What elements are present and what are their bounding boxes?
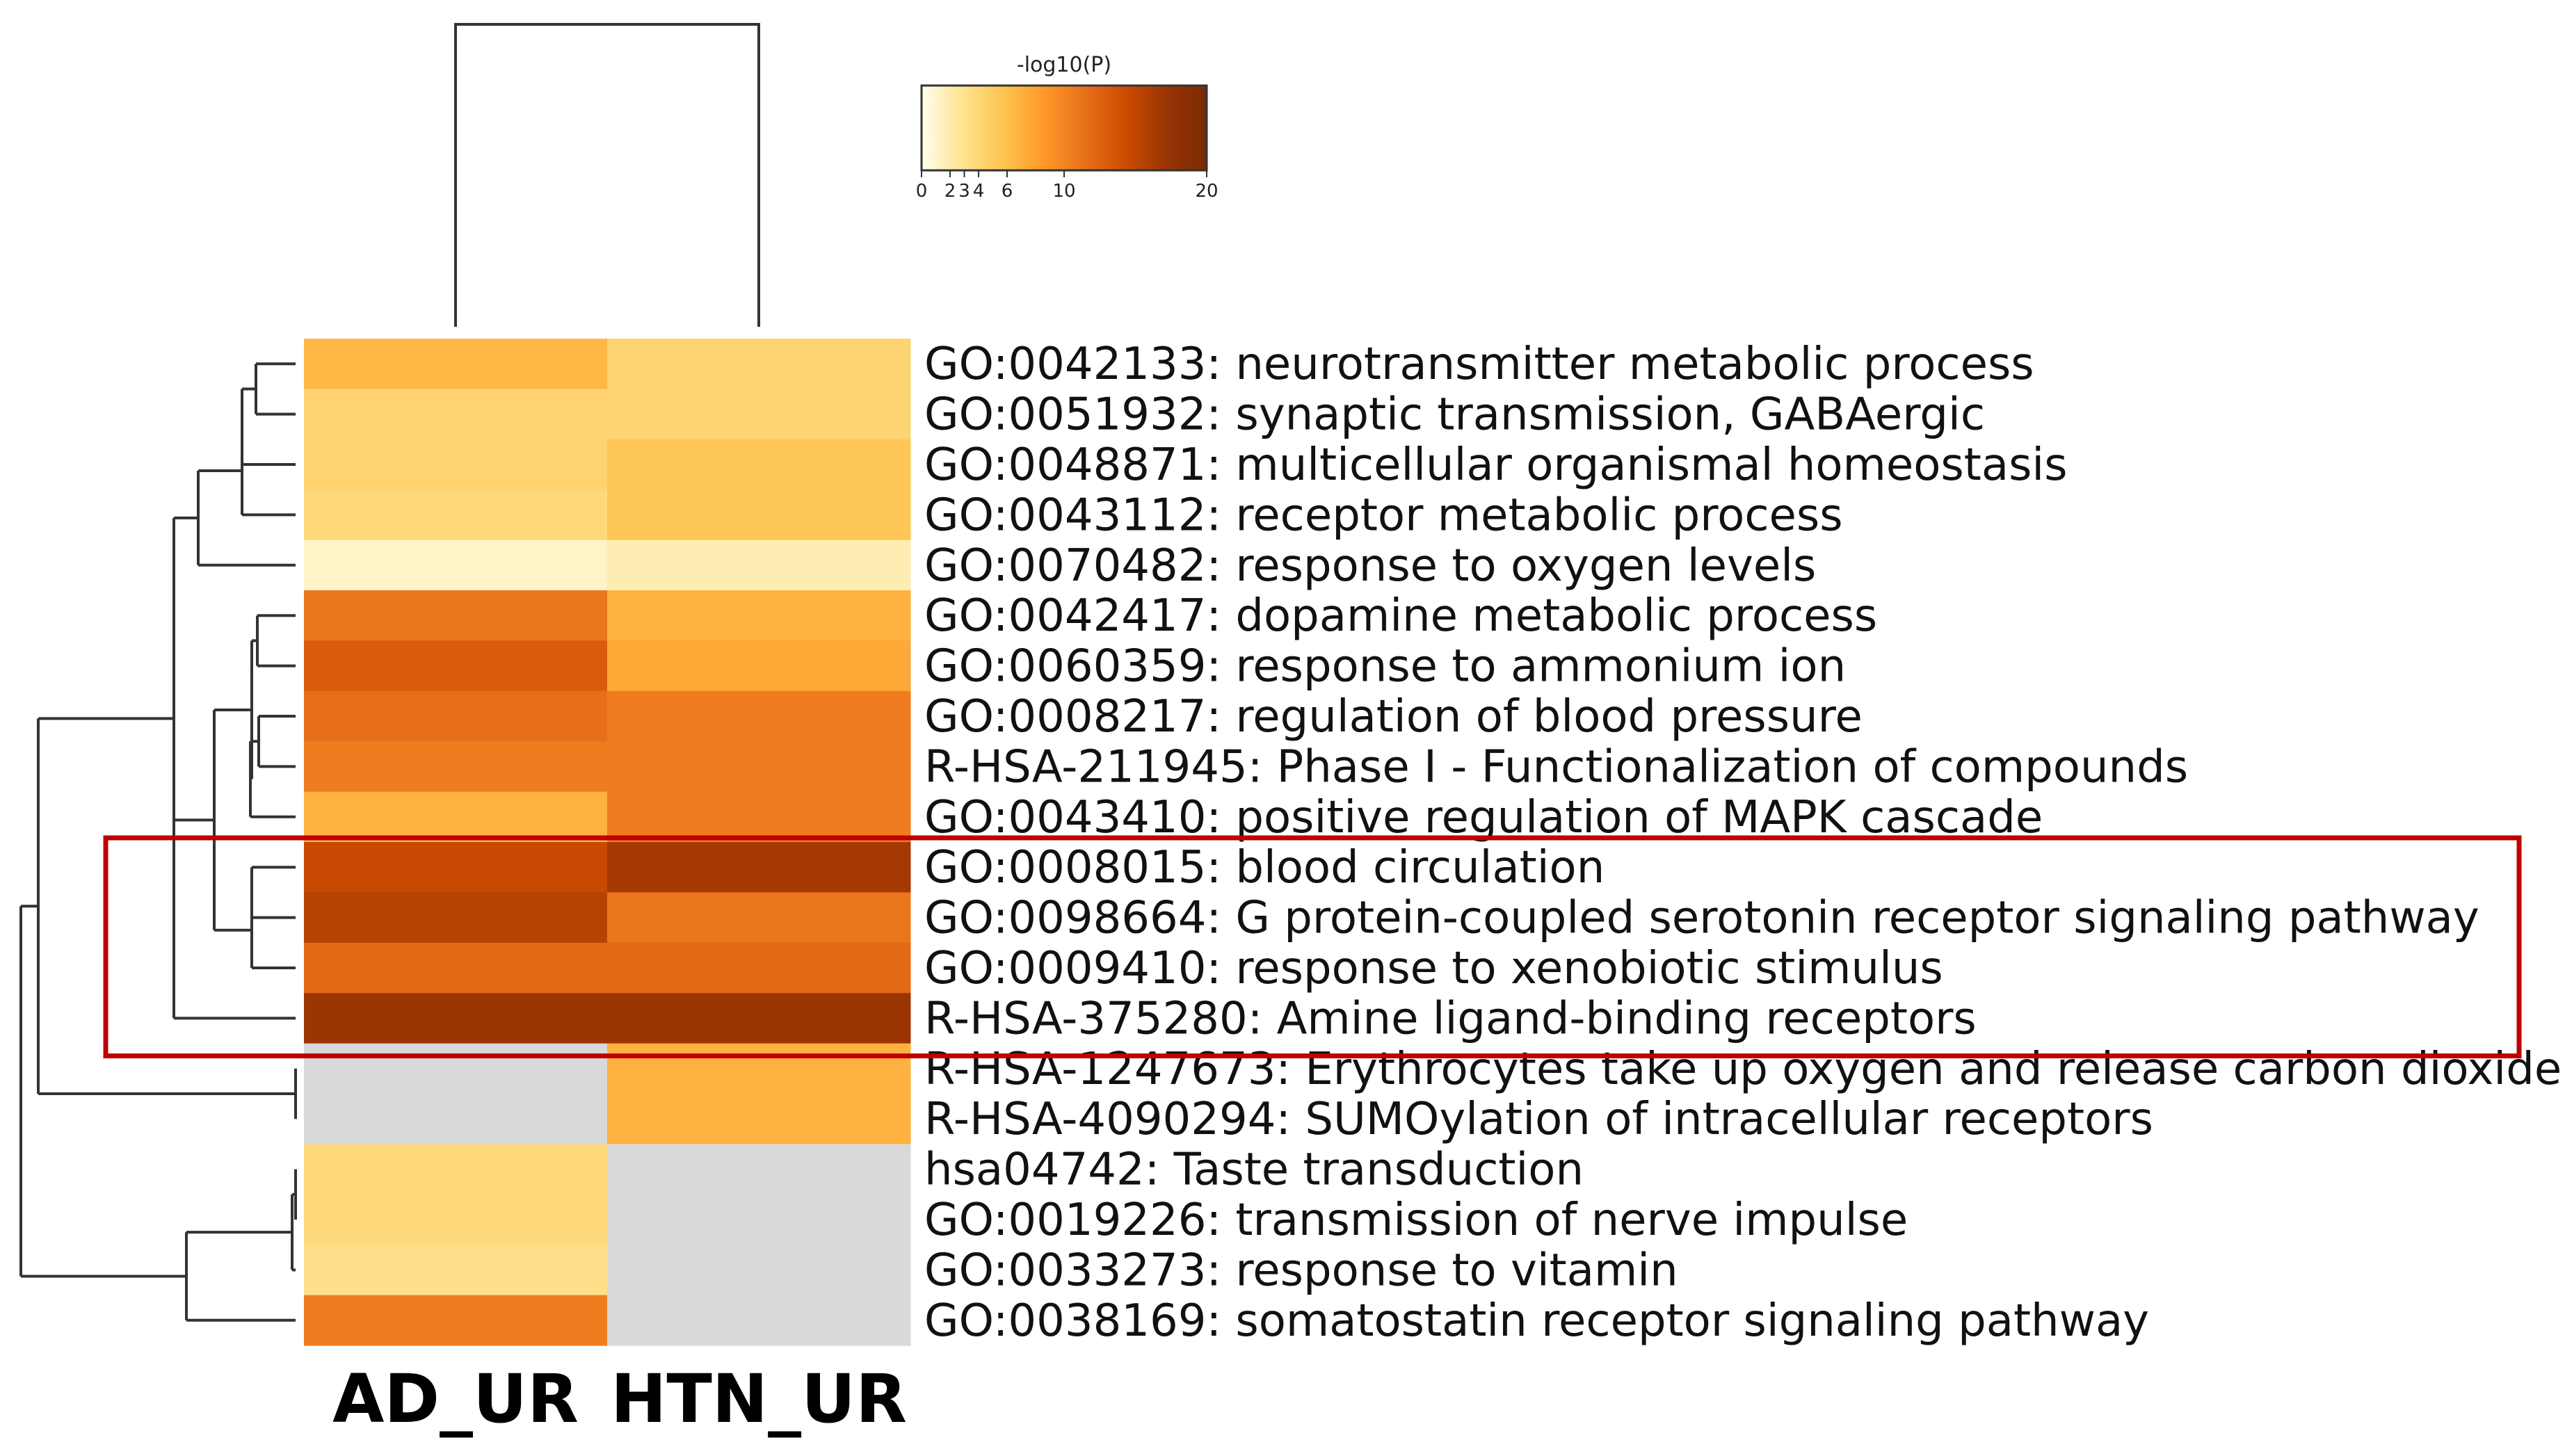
colorbar-tick-label: 3: [958, 181, 970, 202]
heatmap-cell: [304, 942, 608, 994]
heatmap-cell: [607, 842, 911, 893]
row-label: hsa04742: Taste transduction: [924, 1144, 1584, 1196]
heatmap-cell: [607, 892, 911, 944]
heatmap-cell: [607, 1194, 911, 1245]
heatmap-cell: [304, 1245, 608, 1296]
row-label: GO:0009410: response to xenobiotic stimu…: [924, 943, 1943, 994]
heatmap-cell: [304, 791, 608, 843]
heatmap-cell: [607, 1245, 911, 1296]
colorbar-title: -log10(P): [1017, 53, 1111, 77]
heatmap-cell: [304, 892, 608, 944]
row-label: GO:0043410: positive regulation of MAPK …: [924, 792, 2043, 843]
row-label: GO:0043112: receptor metabolic process: [924, 490, 1843, 541]
heatmap-cell: [304, 741, 608, 793]
row-label: GO:0098664: G protein-coupled serotonin …: [924, 893, 2479, 944]
heatmap-cell: [607, 490, 911, 541]
colorbar-tick-label: 0: [916, 181, 928, 202]
heatmap-cell: [607, 389, 911, 440]
row-label: R-HSA-1247673: Erythrocytes take up oxyg…: [924, 1044, 2562, 1095]
heatmap-cell: [304, 339, 608, 389]
heatmap-cell: [607, 1295, 911, 1346]
heatmap-cell: [607, 540, 911, 591]
heatmap-cell: [304, 1094, 608, 1144]
heatmap-cell: [607, 590, 911, 641]
row-label: GO:0008015: blood circulation: [924, 842, 1605, 893]
highlight-box: [103, 835, 2522, 1059]
row-label: GO:0060359: response to ammonium ion: [924, 641, 1846, 693]
heatmap-cell: [607, 741, 911, 793]
heatmap-cell: [304, 1144, 608, 1195]
row-label: GO:0051932: synaptic transmission, GABAe…: [924, 389, 1985, 441]
row-label: GO:0019226: transmission of nerve impuls…: [924, 1195, 1908, 1246]
row-dendrogram: [19, 362, 297, 1322]
column-dendrogram: [454, 23, 760, 327]
heatmap-cell: [304, 490, 608, 541]
row-label: GO:0070482: response to oxygen levels: [924, 540, 1816, 592]
heatmap-cell: [304, 842, 608, 893]
row-label: GO:0048871: multicellular organismal hom…: [924, 439, 2068, 491]
column-label: AD_UR: [332, 1360, 579, 1438]
heatmap-cell: [607, 1094, 911, 1144]
column-dendrogram-branch: [454, 23, 760, 327]
heatmap-cell: [607, 339, 911, 389]
heatmap-cell: [607, 1144, 911, 1195]
heatmap-cell: [304, 1295, 608, 1346]
heatmap-cell: [304, 1043, 608, 1094]
heatmap-cell: [304, 439, 608, 490]
colorbar-tick-label: 4: [973, 181, 985, 202]
row-label: GO:0042417: dopamine metabolic process: [924, 590, 1877, 642]
heatmap-cell: [607, 1043, 911, 1094]
row-label: GO:0033273: response to vitamin: [924, 1245, 1678, 1296]
colorbar-tick-label: 6: [1002, 181, 1013, 202]
row-label: R-HSA-4090294: SUMOylation of intracellu…: [924, 1094, 2153, 1145]
heatmap-cell: [304, 590, 608, 641]
colorbar-gradient: [920, 84, 1208, 172]
heatmap-cell: [607, 942, 911, 994]
heatmap-cell: [304, 993, 608, 1044]
row-label: GO:0008217: regulation of blood pressure: [924, 691, 1863, 743]
row-label: R-HSA-375280: Amine ligand-binding recep…: [924, 993, 1977, 1044]
colorbar-tick-label: 10: [1052, 181, 1075, 202]
heatmap-cell: [304, 640, 608, 692]
heatmap-cell: [304, 1194, 608, 1245]
colorbar-tick-label: 2: [944, 181, 956, 202]
row-label: GO:0042133: neurotransmitter metabolic p…: [924, 339, 2034, 390]
row-label: GO:0038169: somatostatin receptor signal…: [924, 1295, 2149, 1347]
heatmap-cell: [607, 439, 911, 490]
heatmap-cell: [304, 389, 608, 440]
heatmap-cell: [304, 540, 608, 591]
column-label: HTN_UR: [611, 1360, 907, 1438]
heatmap-cell: [304, 690, 608, 742]
colorbar-tick-label: 20: [1195, 181, 1218, 202]
heatmap-cell: [607, 640, 911, 692]
heatmap-cell: [607, 690, 911, 742]
heatmap-cell: [607, 791, 911, 843]
heatmap-cell: [607, 993, 911, 1044]
row-label: R-HSA-211945: Phase I - Functionalizatio…: [924, 741, 2188, 793]
